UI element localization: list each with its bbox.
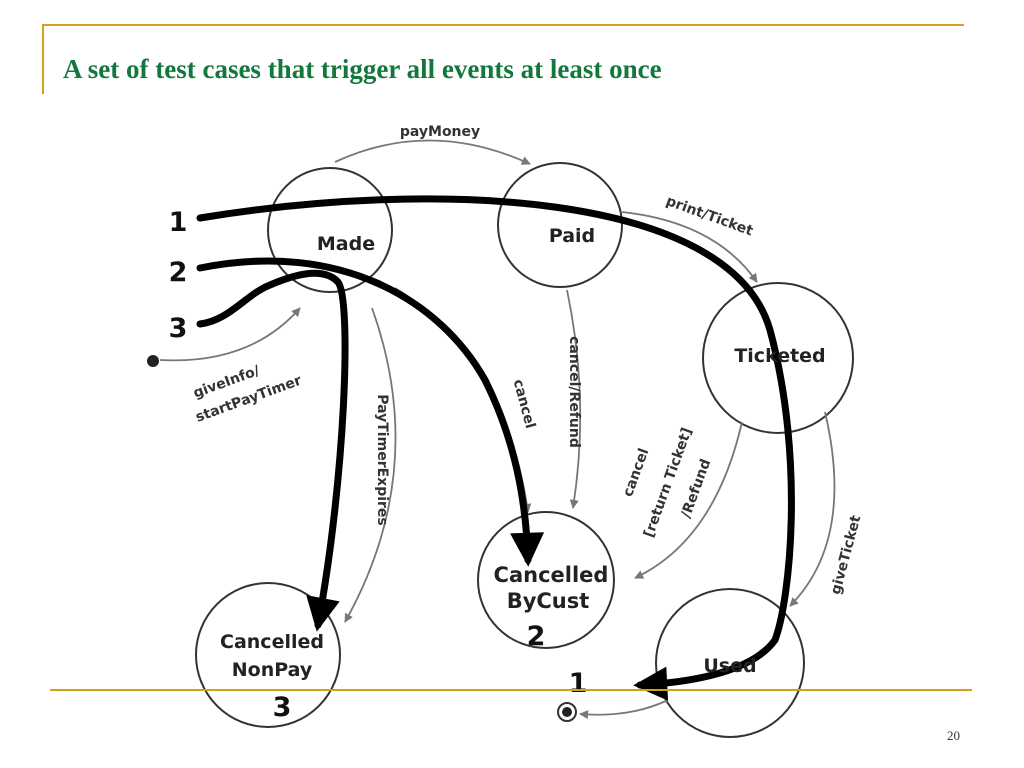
transition-arrow-used-to-final (579, 699, 669, 720)
test-case-1-start-label: 1 (169, 207, 188, 238)
state-label-cancelled-nonpay-line2: NonPay (232, 659, 313, 681)
state-paid (497, 162, 623, 288)
title-frame-left-rule (42, 24, 44, 94)
state-used (655, 588, 805, 738)
transition-arrow-cancel-refund (566, 289, 582, 509)
state-label-ticketed: Ticketed (734, 345, 825, 367)
state-label-made: Made (317, 233, 375, 255)
test-case-3-start-label: 3 (169, 313, 188, 344)
footer-rule (50, 689, 972, 691)
transition-label-cancel-return-line2: [return Ticket] (641, 426, 695, 540)
test-case-2-start-label: 2 (169, 257, 188, 288)
final-state-dot (562, 707, 572, 717)
transition-arrow-give-info (159, 307, 301, 362)
transition-arrow-print-ticket (621, 211, 758, 283)
transition-arrow-give-ticket (789, 411, 836, 607)
transition-label-cancel: cancel (510, 378, 538, 431)
test-case-2-end-label: 2 (527, 621, 546, 652)
test-path-3 (196, 269, 349, 632)
test-case-3-end-label: 3 (273, 692, 292, 723)
transition-arrow-pay-money (334, 139, 531, 165)
state-label-cancelled-bycust-line2: ByCust (507, 589, 590, 613)
transition-label-cancel-return-line1: cancel (620, 446, 652, 499)
transition-label-print-ticket: print/Ticket (664, 193, 756, 239)
state-cancelled-nonpay (195, 582, 341, 728)
title-frame-top-rule (42, 24, 964, 26)
test-path-1 (196, 195, 795, 701)
transition-label-cancel-return-line3: /Refund (678, 457, 714, 520)
state-label-cancelled-bycust-line1: Cancelled (494, 563, 609, 587)
transition-label-pay-timer-expires: PayTimerExpires (374, 394, 390, 526)
transition-label-pay-money: payMoney (400, 124, 480, 140)
initial-state-dot (147, 355, 159, 367)
transition-label-give-ticket: giveTicket (828, 513, 865, 596)
test-path-2 (196, 257, 545, 567)
page-number: 20 (947, 728, 960, 743)
transition-arrow-cancel-return (634, 421, 743, 579)
state-label-paid: Paid (549, 225, 595, 247)
state-label-cancelled-nonpay-line1: Cancelled (220, 631, 324, 653)
transition-label-cancel-refund: cancel/Refund (566, 336, 582, 448)
transition-arrow-pay-timer-expires (344, 307, 397, 623)
slide-title: A set of test cases that trigger all eve… (63, 54, 662, 84)
transition-arrow-cancel (394, 287, 532, 513)
test-case-1-end-label: 1 (569, 668, 588, 699)
state-label-used: Used (703, 655, 756, 677)
